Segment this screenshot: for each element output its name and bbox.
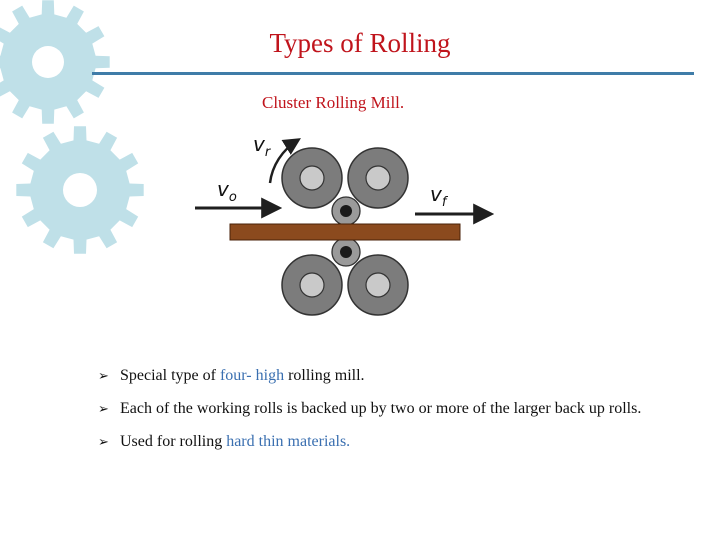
title-divider	[92, 72, 694, 75]
bullet-list: ➢Special type of four- high rolling mill…	[98, 366, 641, 465]
slide-title: Types of Rolling	[269, 28, 451, 58]
cluster-rolling-mill-diagram: vr vo vf	[195, 132, 495, 316]
slide-subtitle: Cluster Rolling Mill.	[262, 93, 405, 112]
work-roll-top	[331, 196, 361, 226]
backup-roll-bottom-right	[347, 254, 409, 316]
vr-label: vr	[253, 132, 272, 160]
arrow-bullet-icon: ➢	[98, 402, 109, 417]
gear-icon	[16, 126, 144, 254]
bullet-item: ➢Used for rolling hard thin materials.	[98, 432, 641, 453]
arrow-bullet-icon: ➢	[98, 435, 109, 450]
gears-decoration-icon	[0, 0, 144, 254]
arrow-bullet-icon: ➢	[98, 369, 109, 384]
work-roll-bottom	[331, 237, 361, 267]
vf-label: vf	[430, 182, 449, 210]
bullet-item: ➢Each of the working rolls is backed up …	[98, 399, 641, 420]
backup-roll-bottom-left	[281, 254, 343, 316]
vo-label: vo	[217, 177, 237, 205]
backup-roll-top-left	[281, 147, 343, 209]
metal-strip	[229, 223, 461, 241]
roll-rotation-arrow	[268, 138, 301, 184]
backup-roll-top-right	[347, 147, 409, 209]
bullet-item: ➢Special type of four- high rolling mill…	[98, 366, 641, 387]
gear-icon	[0, 0, 110, 124]
